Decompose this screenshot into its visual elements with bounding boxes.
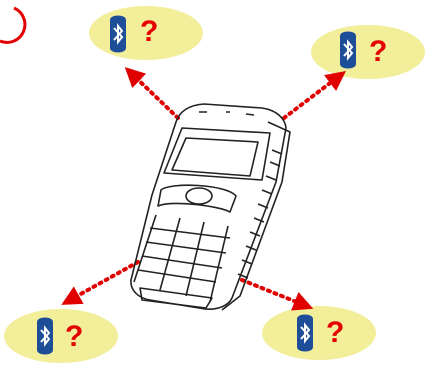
arrow-top-left [124,67,180,120]
question-mark: ? [140,15,159,48]
bubble-bottom-right [262,306,376,360]
arrow-top-right [282,70,346,120]
question-mark: ? [369,35,388,68]
bluetooth-icon [339,30,357,70]
corner-ring [0,6,27,44]
bubble-top-right [311,25,425,79]
question-mark: ? [326,316,345,349]
bubble-bottom-left [4,309,118,363]
mobile-phone-icon [130,103,291,311]
question-mark: ? [65,320,84,353]
bluetooth-icon [296,313,314,353]
bluetooth-icon [109,14,127,54]
arrow-bottom-left [61,260,140,305]
bubble-top-left [89,6,203,60]
bluetooth-icon [36,316,54,356]
arrow-bottom-right [240,278,314,311]
